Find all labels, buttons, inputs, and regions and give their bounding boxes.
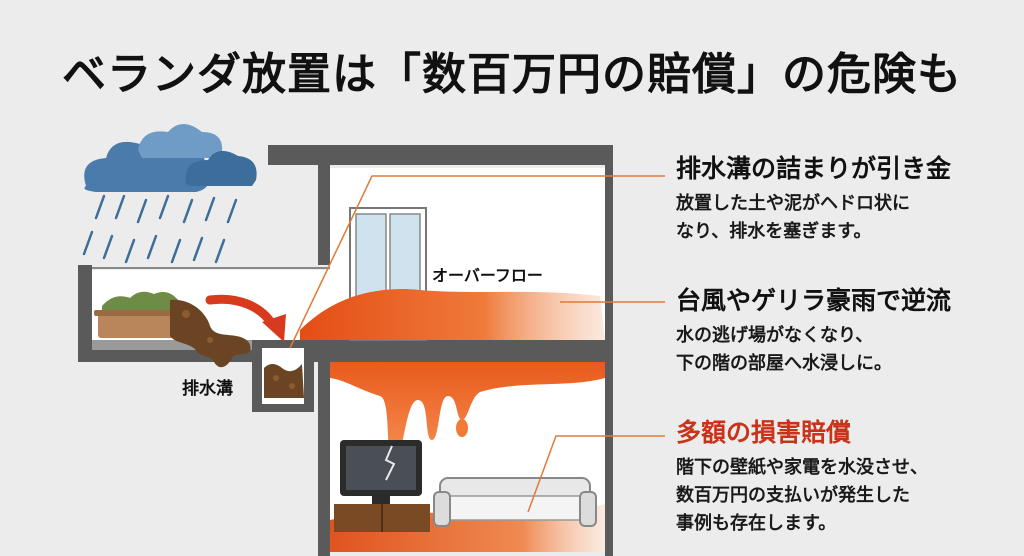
callout-damages: 多額の損害賠償 階下の壁紙や家電を水没させ、 数百万円の支払いが発生した 事例も… [676,418,1016,538]
callout-drain-clog: 排水溝の詰まりが引き金 放置した土や泥がヘドロ状に なり、排水を塞ぎます。 [676,154,1016,246]
callout-heading: 排水溝の詰まりが引き金 [676,154,952,183]
callout-body: 放置した土や泥がヘドロ状に なり、排水を塞ぎます。 [676,193,910,242]
drain-label: 排水溝 [182,379,233,399]
roof-slab [268,145,610,165]
callout-backflow: 台風やゲリラ豪雨で逆流 水の逃げ場がなくなり、 下の階の部屋へ水浸しに。 [676,286,1016,378]
balcony-railing [78,265,92,350]
callout-heading: 台風やゲリラ豪雨で逆流 [676,286,952,315]
roof-wall [318,165,330,265]
callout-heading-alert: 多額の損害賠償 [676,418,852,447]
page-title: ベランダ放置は「数百万円の賠償」の危険も [62,49,962,100]
callout-body: 水の逃げ場がなくなり、 下の階の部屋へ水浸しに。 [676,325,892,374]
planter-icon [94,291,182,338]
rain-cloud-icon [82,124,257,264]
leader-lines [289,175,665,513]
broken-tv-icon [334,440,430,532]
callout-body: 階下の壁紙や家電を水没させ、 数百万円の支払いが発生した 事例も存在します。 [676,457,928,534]
mud-sludge [170,299,251,368]
sofa-icon [433,477,597,527]
overflow-label: オーバーフロー [432,266,543,285]
leak-drips [330,362,605,460]
overflow-water [300,289,605,340]
lower-left-wall [318,362,330,556]
flow-arrow-icon [205,294,286,342]
